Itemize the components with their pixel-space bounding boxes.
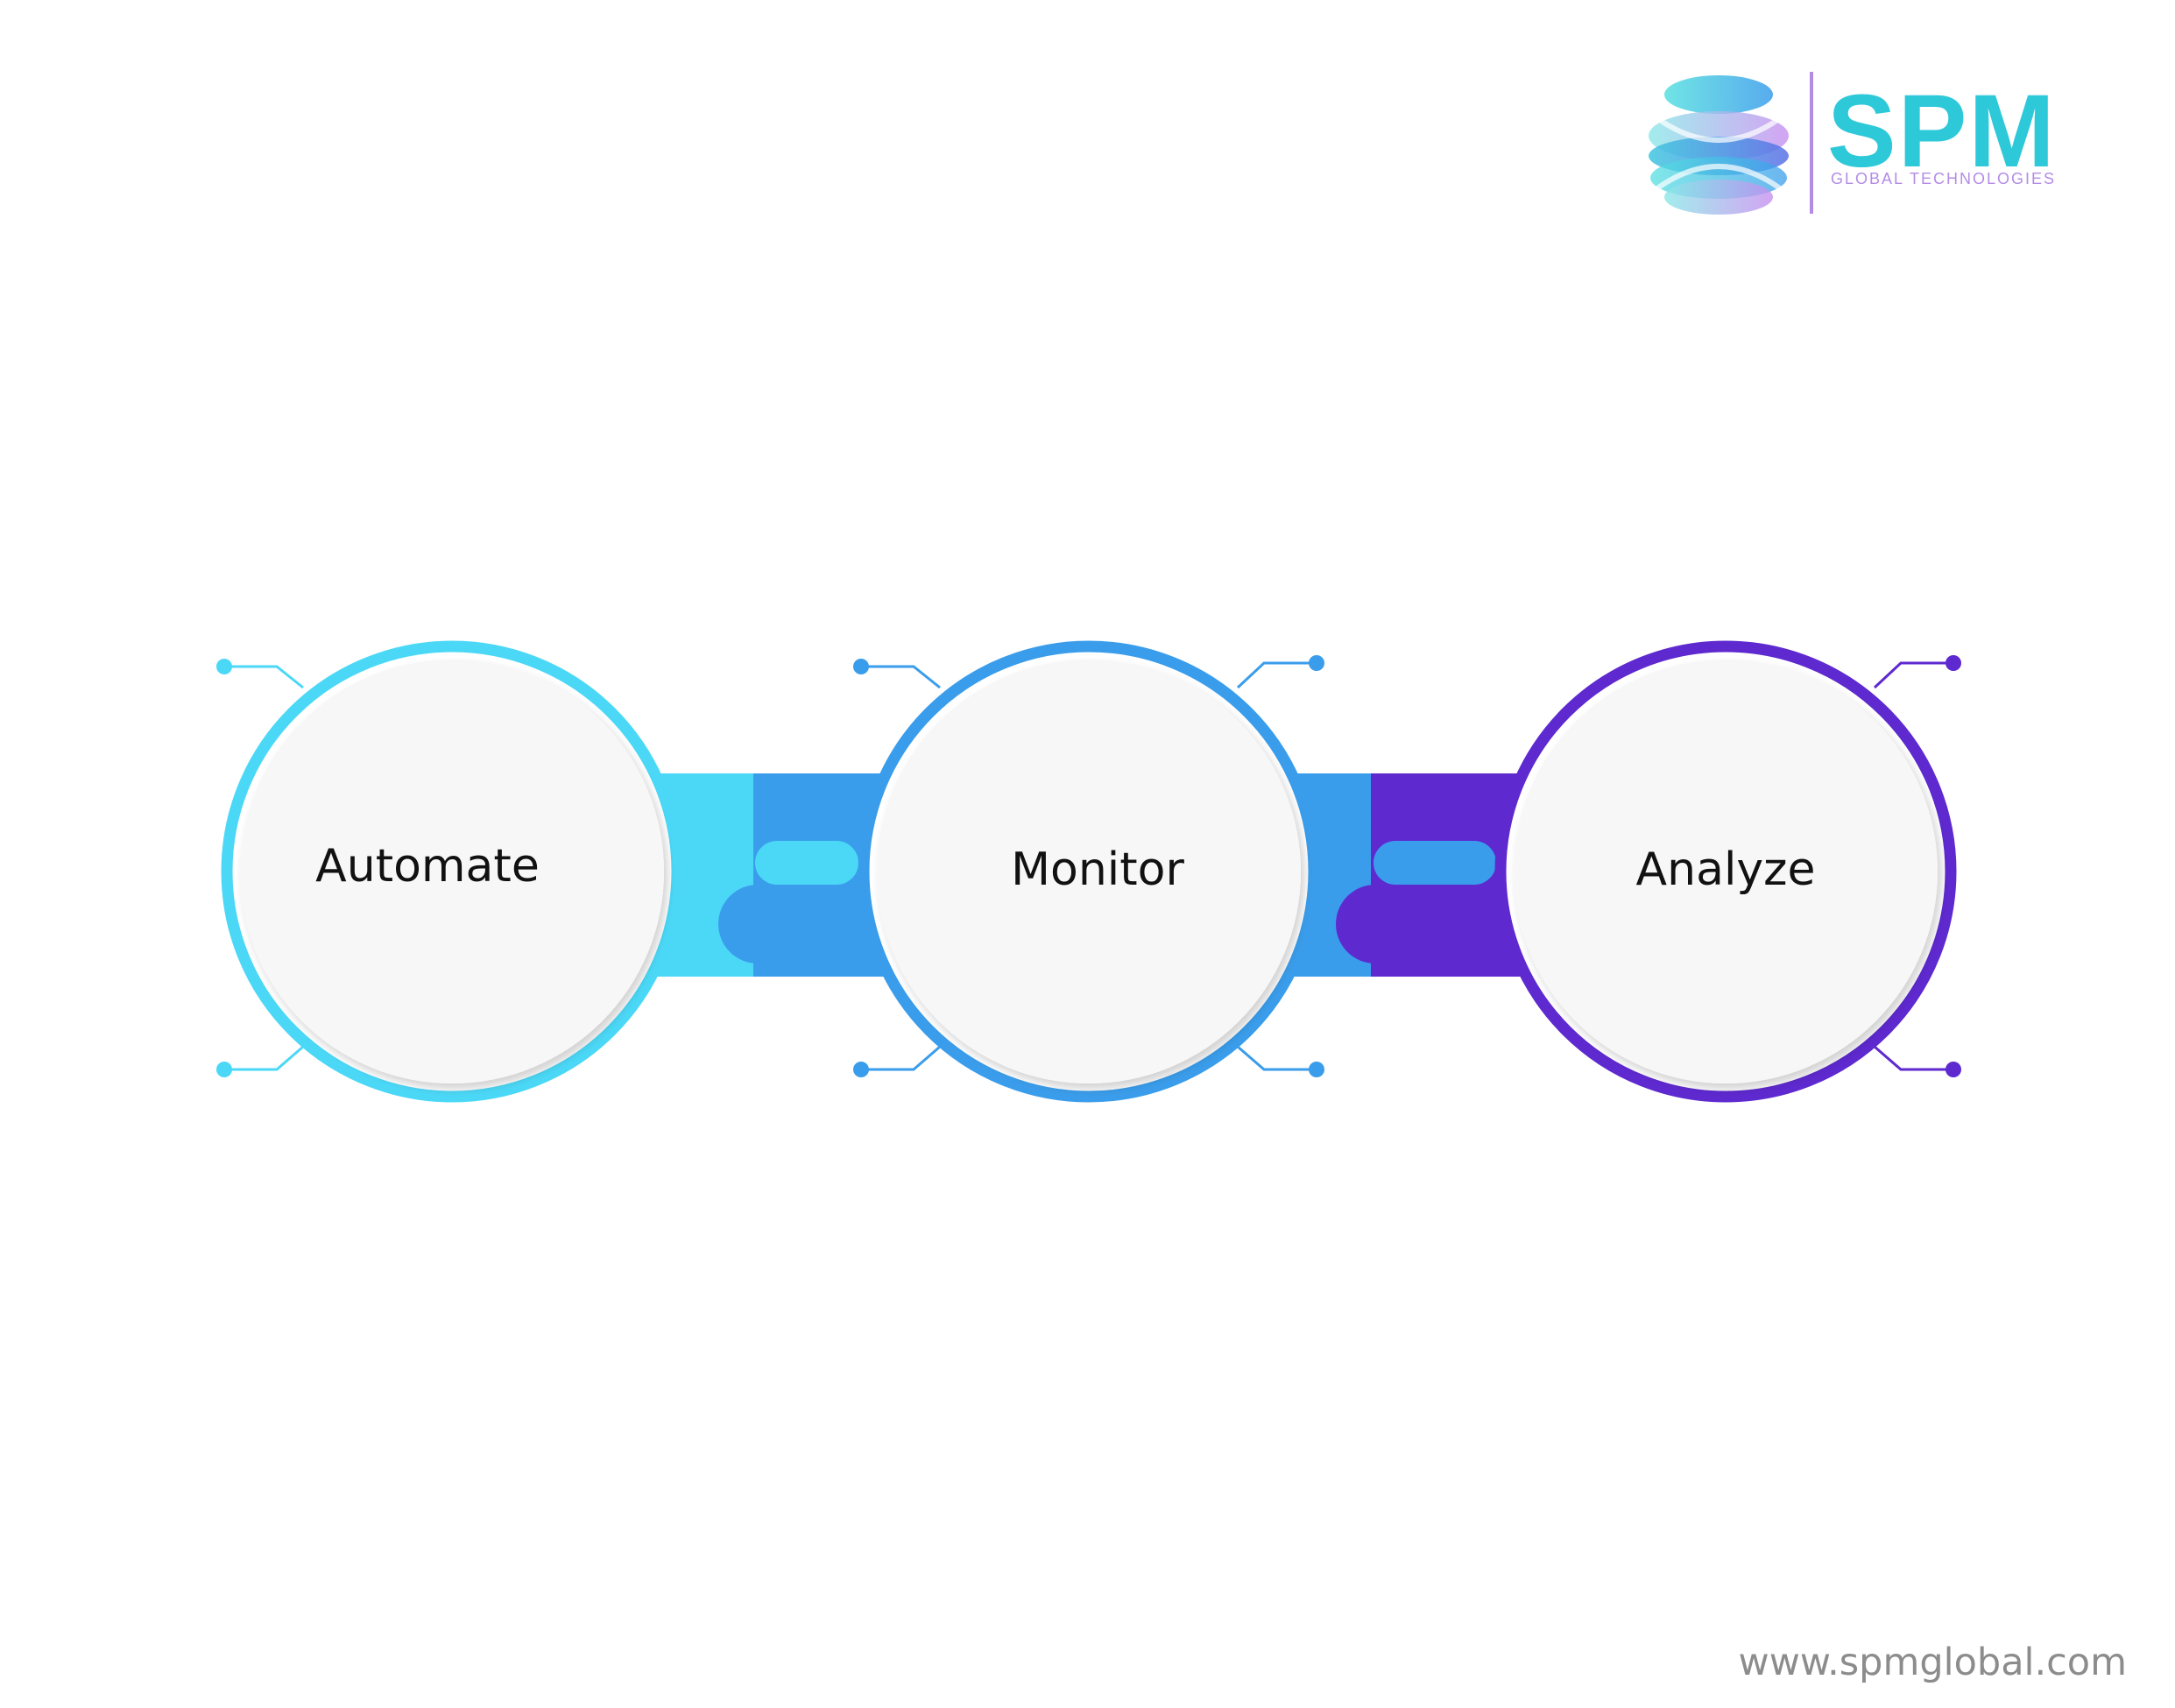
logo-wordmark: SPM [1827, 74, 2057, 189]
tick-dot [216, 1062, 232, 1077]
step-label: Monitor [1011, 843, 1184, 896]
step-monitor: Monitor [853, 640, 1324, 1103]
tick-line [224, 665, 304, 689]
tick-line [861, 1045, 941, 1071]
tick-dot [853, 659, 869, 674]
footer-url[interactable]: www.spmglobal.com [1739, 1641, 2127, 1684]
step-analyze: Analyze [1494, 640, 1961, 1103]
steps-group: Automate Monitor Analyze [216, 640, 1961, 1103]
tick-line [1237, 1045, 1317, 1071]
tick-dot [1945, 655, 1961, 671]
step-label: Analyze [1636, 843, 1816, 896]
tick-line [1236, 661, 1317, 689]
logo-tagline: GLOBAL TECHNOLOGIES [1831, 170, 2056, 187]
tick-dot [1309, 655, 1324, 671]
tick-line [861, 665, 941, 689]
brand-logo: SPM GLOBAL TECHNOLOGIES [1649, 72, 2057, 215]
tick-dot [853, 1062, 869, 1077]
tick-line [1873, 661, 1953, 689]
step-label: Automate [315, 840, 540, 893]
tick-dot [1945, 1062, 1961, 1077]
step-face [240, 660, 664, 1083]
tick-dot [1309, 1062, 1324, 1077]
logo-divider [1810, 72, 1813, 214]
step-automate: Automate [216, 640, 683, 1103]
tick-dot [216, 659, 232, 674]
step-face [877, 660, 1301, 1083]
step-face [1514, 660, 1938, 1083]
tick-line [1874, 1045, 1953, 1071]
tick-line [224, 1045, 304, 1071]
globe-logo-icon [1649, 75, 1789, 215]
